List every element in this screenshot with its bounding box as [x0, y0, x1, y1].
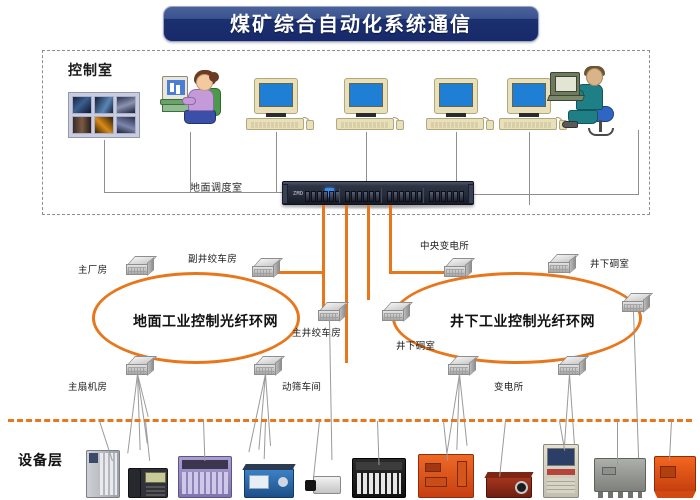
- bus-left: [104, 192, 284, 193]
- switch-node-zhushanjifang: [126, 356, 158, 376]
- switch-node-zhuchangfang: [126, 256, 158, 276]
- video-wall-icon: [68, 92, 140, 138]
- workstation-pc-1: [240, 78, 314, 134]
- rack-switch: ZMD: [282, 181, 474, 205]
- node-label-dongshaichejian: 动筛车间: [282, 382, 322, 393]
- node-label-jingxiadongshi-left: 井下硐室: [396, 341, 436, 352]
- device-industrial-telephone: [128, 458, 168, 498]
- device-orange-flameproof-box: [654, 456, 696, 498]
- switch-node-biandiansuo-right: [558, 356, 590, 376]
- device-lead: [617, 421, 618, 465]
- device-plc-io-module: [178, 456, 232, 498]
- switch-node-jingxiadongshi-top: [548, 254, 580, 274]
- switch-node-jingxiadongshi-left: [382, 302, 414, 322]
- switch-node-jingxiadongshi-right: [622, 293, 654, 313]
- lead-line: [265, 374, 272, 446]
- node-label-jingxiadongshi-top: 井下硐室: [590, 259, 630, 270]
- device-lead: [203, 421, 206, 462]
- rack-switch-shadow: [286, 204, 472, 210]
- lead-line: [569, 374, 576, 448]
- device-control-panel-terminal: [543, 444, 579, 498]
- link-operator-woman: [190, 132, 191, 192]
- operator-man-icon: [546, 66, 620, 142]
- workstation-pc-3: [420, 78, 494, 134]
- device-orange-explosion-proof-box: [418, 454, 474, 498]
- bus-right: [474, 194, 639, 195]
- node-label-biandiansuo: 变电所: [494, 382, 524, 393]
- switch-node-zhujingjiaochefang: [318, 302, 350, 322]
- switch-node-dongshaichejian: [254, 356, 286, 376]
- node-label-fujingjiaochefang: 副井绞车房: [188, 254, 238, 265]
- device-lead: [668, 420, 672, 461]
- link-pc-1: [276, 132, 277, 192]
- workstation-pc-4: [493, 78, 567, 134]
- device-lead: [499, 420, 506, 477]
- device-cctv-camera: [305, 476, 341, 498]
- device-lead: [313, 420, 320, 477]
- switch-node-fujingjiaochefang: [252, 258, 284, 278]
- link-videowall: [104, 140, 105, 192]
- surface-ring-label: 地面工业控制光纤环网: [133, 314, 278, 330]
- control-room-label: 控制室: [68, 63, 113, 79]
- device-blue-gas-monitor: [242, 464, 296, 498]
- lead-line: [563, 373, 570, 452]
- surface-fiber-ring: [92, 272, 300, 364]
- node-label-zhushanjifang: 主扇机房: [68, 382, 108, 393]
- device-black-controller-rack: [352, 458, 406, 498]
- ground-dispatch-room-label: 地面调度室: [190, 183, 243, 194]
- trunk-1-branch: [265, 271, 325, 274]
- operator-woman-icon: [160, 70, 224, 132]
- link-pc-2: [366, 132, 367, 205]
- device-lead: [263, 420, 266, 459]
- diagram-title-banner: 煤矿综合自动化系统通信: [163, 6, 539, 42]
- lead-line: [127, 373, 138, 454]
- device-plc-rack-controller: [86, 450, 120, 498]
- device-red-sensor-unit: [484, 472, 534, 498]
- lead-line: [633, 312, 640, 460]
- link-pc-3: [456, 132, 457, 205]
- lead-line: [459, 374, 468, 446]
- lead-line: [329, 320, 333, 460]
- trunk-1: [322, 205, 325, 317]
- underground-ring-label: 井下工业控制光纤环网: [450, 314, 595, 330]
- switch-node-biandiansuo-left: [448, 356, 480, 376]
- link-operator-man: [638, 130, 639, 194]
- trunk-3: [367, 205, 370, 300]
- switch-node-zhongyangbiandiansuo: [444, 258, 476, 278]
- equipment-layer-divider: [8, 419, 692, 422]
- node-label-zhongyangbiandiansuo: 中央变电所: [420, 241, 470, 252]
- node-label-zhujingjiaochefang: 主井绞车房: [292, 328, 342, 339]
- trunk-4-branch: [389, 271, 461, 274]
- page-title: 煤矿综合自动化系统通信: [230, 12, 472, 36]
- workstation-pc-2: [330, 78, 404, 134]
- node-label-zhuchangfang: 主厂房: [78, 265, 108, 276]
- trunk-4: [389, 205, 392, 273]
- equipment-layer-label: 设备层: [18, 453, 63, 469]
- trunk-2: [345, 205, 348, 363]
- link-pc-4: [529, 132, 530, 205]
- device-gray-junction-box: [594, 458, 646, 498]
- device-lead: [377, 421, 380, 466]
